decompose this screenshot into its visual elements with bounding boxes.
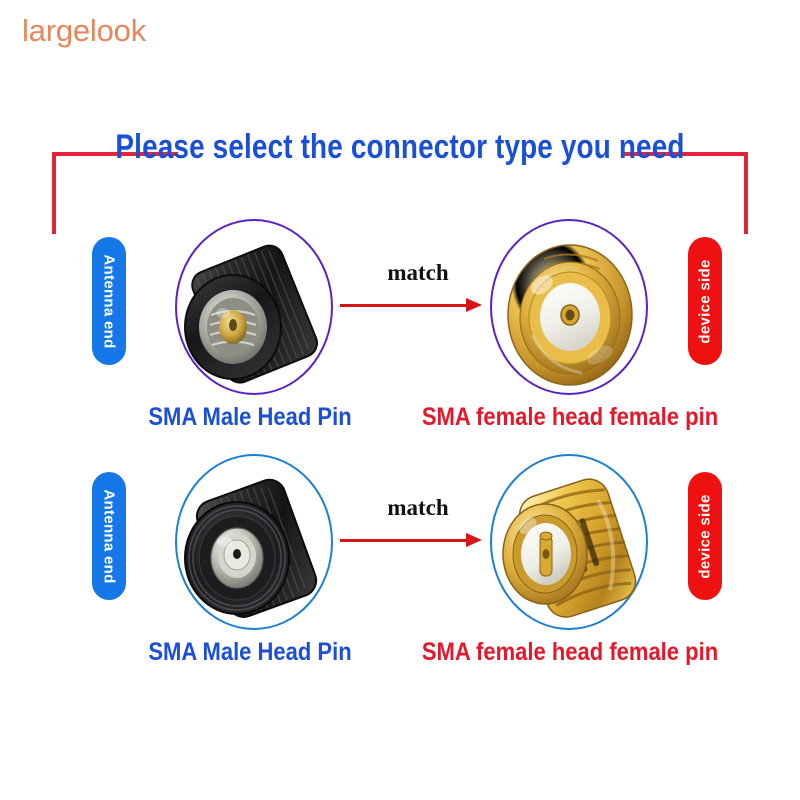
sma-male-caption-2: SMA Male Head Pin bbox=[148, 638, 352, 666]
sma-female-connector-threaded-photo bbox=[502, 478, 637, 618]
connector-pair-row-1: Antenna end bbox=[0, 215, 800, 445]
antenna-end-badge: Antenna end bbox=[92, 472, 126, 600]
bracket-top-left-segment bbox=[52, 152, 178, 156]
highlight-ring-blue bbox=[490, 454, 648, 630]
match-label-1: match bbox=[387, 260, 449, 285]
antenna-end-badge-label: Antenna end bbox=[100, 488, 118, 584]
header-banner: Please select the connector type you nee… bbox=[0, 118, 800, 234]
match-label-2: match bbox=[387, 495, 449, 520]
highlight-ring-purple bbox=[490, 219, 648, 395]
device-side-badge: device side bbox=[688, 472, 722, 600]
sma-male-connector-1[interactable] bbox=[155, 215, 355, 415]
match-arrow-head-2 bbox=[466, 533, 482, 547]
device-side-badge: device side bbox=[688, 237, 722, 365]
page-title: Please select the connector type you nee… bbox=[115, 128, 685, 166]
sma-female-connector-1[interactable] bbox=[470, 215, 670, 415]
match-arrow-shaft-1 bbox=[340, 304, 470, 307]
sma-male-connector-photo bbox=[184, 244, 319, 384]
bracket-right-vertical bbox=[744, 152, 748, 234]
sma-male-connector-pin-photo bbox=[184, 478, 318, 618]
device-side-badge-label: device side bbox=[696, 258, 714, 344]
connector-pair-row-2: Antenna end bbox=[0, 450, 800, 680]
largelook-watermark: largelook bbox=[22, 13, 147, 48]
match-arrow-head-1 bbox=[466, 298, 482, 312]
sma-female-connector-2[interactable] bbox=[470, 450, 670, 650]
antenna-end-badge-label: Antenna end bbox=[100, 253, 118, 349]
antenna-end-badge: Antenna end bbox=[92, 237, 126, 365]
highlight-ring-purple bbox=[175, 219, 333, 395]
device-side-badge-label: device side bbox=[696, 493, 714, 579]
sma-male-caption-1: SMA Male Head Pin bbox=[148, 403, 352, 431]
bracket-left-vertical bbox=[52, 152, 56, 234]
sma-male-connector-2[interactable] bbox=[155, 450, 355, 650]
sma-female-caption-1: SMA female head female pin bbox=[421, 403, 719, 431]
sma-female-caption-2: SMA female head female pin bbox=[421, 638, 719, 666]
bracket-top-right-segment bbox=[622, 152, 748, 156]
sma-female-connector-photo bbox=[507, 244, 633, 386]
match-arrow-shaft-2 bbox=[340, 539, 470, 542]
highlight-ring-blue bbox=[175, 454, 333, 630]
